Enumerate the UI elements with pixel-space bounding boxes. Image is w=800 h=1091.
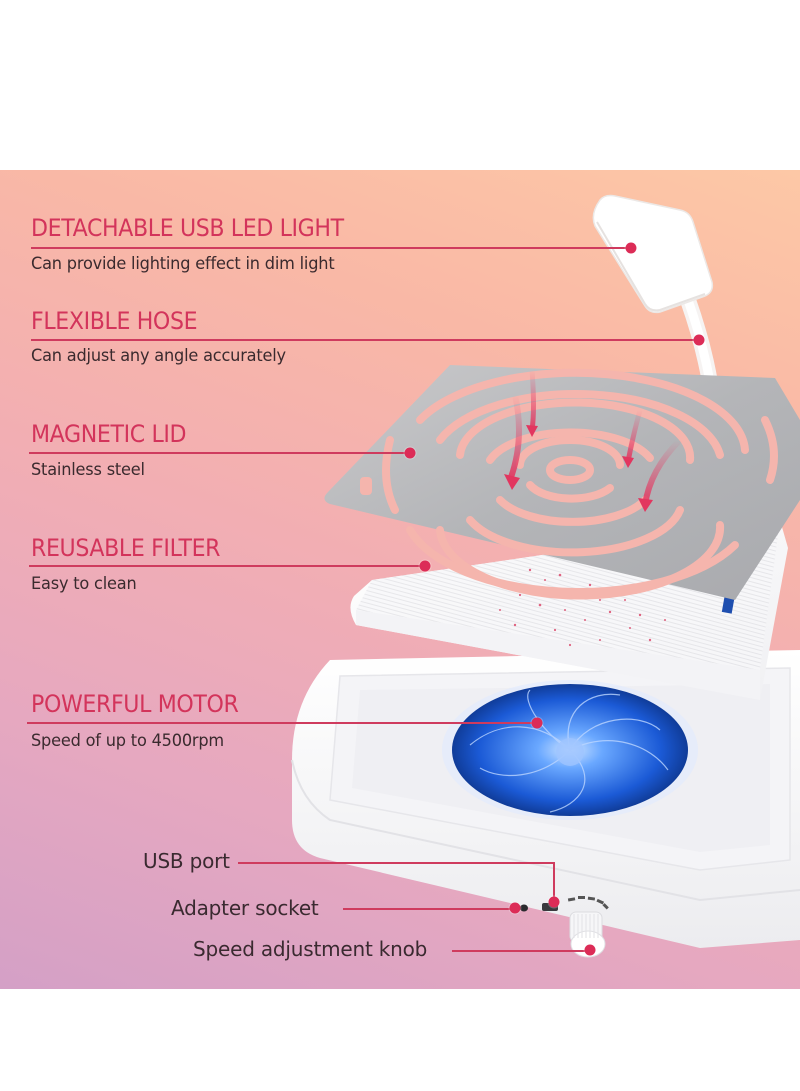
callout-dot <box>419 560 431 571</box>
feature-title: MAGNETIC LID <box>31 420 187 448</box>
leader-line <box>343 908 515 910</box>
fan-icon <box>442 680 698 820</box>
nail-dust-collector-illustration <box>291 194 800 958</box>
feature-subtitle: Can provide lighting effect in dim light <box>31 254 335 274</box>
callout-label: USB port <box>143 849 230 873</box>
leader-line <box>27 722 537 724</box>
callout-dot <box>625 242 637 253</box>
leader-line <box>29 452 410 454</box>
leader-line <box>31 247 631 249</box>
callout-dot <box>584 944 596 956</box>
feature-subtitle: Speed of up to 4500rpm <box>31 731 224 751</box>
magnetic-lid-grid <box>324 365 800 600</box>
product-infographic: DETACHABLE USB LED LIGHT Can provide lig… <box>0 170 800 989</box>
leader-line <box>238 862 554 864</box>
feature-title: FLEXIBLE HOSE <box>31 307 198 335</box>
callout-dot <box>693 334 705 345</box>
control-panel <box>520 896 609 958</box>
callout-dot <box>548 896 560 908</box>
leader-line-vertical <box>553 862 555 902</box>
feature-title: DETACHABLE USB LED LIGHT <box>31 214 344 242</box>
feature-subtitle: Easy to clean <box>31 574 137 594</box>
feature-title: POWERFUL MOTOR <box>31 690 239 718</box>
callout-dot <box>404 447 416 458</box>
leader-line <box>31 339 699 341</box>
callout-dot <box>531 717 543 728</box>
speed-scale <box>567 896 609 910</box>
callout-label: Speed adjustment knob <box>193 937 428 961</box>
adapter-socket-icon <box>520 904 528 912</box>
feature-subtitle: Stainless steel <box>31 460 145 480</box>
callout-label: Adapter socket <box>171 896 319 920</box>
callout-dot <box>509 902 521 914</box>
led-lamp-icon <box>592 194 714 314</box>
feature-subtitle: Can adjust any angle accurately <box>31 346 286 366</box>
leader-line <box>452 950 590 952</box>
feature-title: REUSABLE FILTER <box>31 534 221 562</box>
leader-line <box>29 565 425 567</box>
